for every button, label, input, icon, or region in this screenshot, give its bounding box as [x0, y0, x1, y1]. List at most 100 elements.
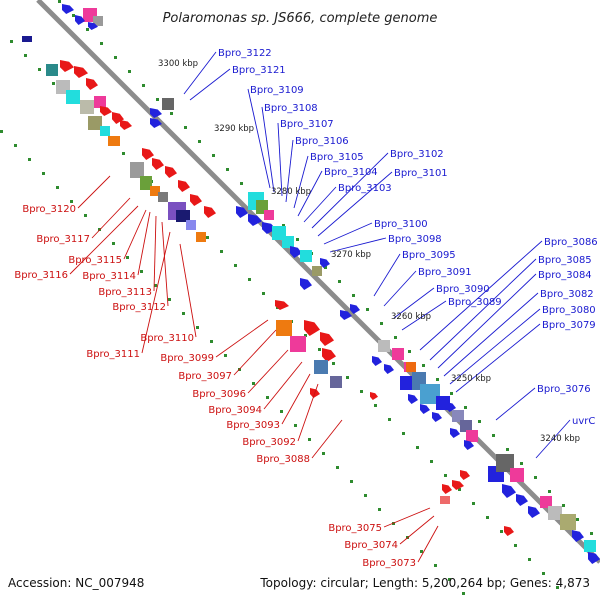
- strand-dot: [338, 280, 341, 283]
- label-leader: [323, 222, 373, 245]
- gene-label-top: uvrC: [572, 416, 595, 427]
- gene-box: [108, 136, 120, 146]
- gene-label-bottom: Bpro_3096: [192, 389, 246, 400]
- kbp-tick-label: 3270 kbp: [331, 250, 371, 260]
- strand-dot: [420, 550, 423, 553]
- strand-dot: [198, 140, 201, 143]
- gene-labels: Bpro_3122Bpro_3121Bpro_3109Bpro_3108Bpro…: [14, 48, 597, 569]
- gene-label-bottom: Bpro_3099: [160, 353, 214, 364]
- label-leader: [383, 507, 431, 528]
- label-leader: [429, 258, 537, 361]
- gene-label-bottom: Bpro_3111: [86, 349, 140, 360]
- gene-box: [460, 420, 472, 432]
- gene-box: [22, 36, 32, 42]
- label-leader: [183, 51, 217, 95]
- strand-dot: [506, 448, 509, 451]
- gene-arrow: [588, 552, 600, 564]
- strand-dot: [168, 298, 171, 301]
- label-leader: [393, 287, 435, 319]
- label-leader: [153, 215, 157, 292]
- gene-box: [88, 116, 102, 130]
- gene-box: [466, 430, 478, 442]
- label-leader: [417, 525, 439, 563]
- gene-arrow: [516, 494, 528, 506]
- gene-box: [282, 236, 294, 248]
- label-leader: [141, 231, 171, 354]
- gene-label-top: Bpro_3121: [232, 65, 286, 76]
- gene-arrow: [190, 194, 202, 206]
- strand-dot: [364, 494, 367, 497]
- gene-label-bottom: Bpro_3093: [226, 420, 280, 431]
- gene-label-top: Bpro_3100: [374, 219, 428, 230]
- gene-label-bottom: Bpro_3112: [112, 302, 166, 313]
- gene-arrow: [236, 206, 248, 218]
- label-leader: [281, 373, 311, 425]
- gene-box: [162, 98, 174, 110]
- strand-dot: [332, 362, 335, 365]
- gene-label-bottom: Bpro_3115: [68, 255, 122, 266]
- gene-label-top: Bpro_3105: [310, 152, 364, 163]
- gene-box: [264, 210, 274, 220]
- gene-label-top: Bpro_3091: [418, 267, 472, 278]
- kbp-tick-label: 3280 kbp: [271, 187, 311, 197]
- gene-label-top: Bpro_3103: [338, 183, 392, 194]
- label-leader: [137, 211, 151, 276]
- gene-arrow: [528, 506, 540, 518]
- gene-label-top: Bpro_3102: [390, 149, 444, 160]
- gene-box: [93, 16, 103, 26]
- gene-label-top: Bpro_3084: [538, 270, 592, 281]
- label-leader: [293, 155, 309, 209]
- label-leader: [311, 419, 343, 459]
- strand-dot: [252, 382, 255, 385]
- gene-label-bottom: Bpro_3074: [344, 540, 398, 551]
- gene-label-bottom: Bpro_3075: [328, 523, 382, 534]
- gene-box: [378, 340, 390, 352]
- gene-arrow: [152, 158, 164, 170]
- strand-dot: [184, 126, 187, 129]
- strand-dot: [86, 28, 89, 31]
- strand-dot: [42, 172, 45, 175]
- strand-dot: [472, 502, 475, 505]
- gene-box: [100, 126, 110, 136]
- strand-dot: [248, 278, 251, 281]
- strand-dot: [520, 462, 523, 465]
- gene-arrow: [320, 258, 330, 268]
- strand-dot: [0, 130, 3, 133]
- gene-label-bottom: Bpro_3113: [98, 287, 152, 298]
- strand-dot: [576, 518, 579, 521]
- gene-box: [94, 96, 106, 108]
- gene-arrow: [62, 4, 74, 14]
- map-title: Polaromonas sp. JS666, complete genome: [163, 11, 438, 26]
- label-leader: [161, 221, 169, 307]
- strand-dot: [318, 348, 321, 351]
- gene-arrow: [275, 300, 289, 310]
- strand-dot: [234, 264, 237, 267]
- gene-label-bottom: Bpro_3114: [82, 271, 136, 282]
- gene-box: [400, 376, 412, 390]
- label-leader: [263, 361, 303, 410]
- strand-dot: [436, 378, 439, 381]
- gene-arrow: [60, 60, 74, 72]
- gene-box: [140, 176, 152, 190]
- gene-arrow: [150, 118, 162, 128]
- label-leader: [535, 419, 571, 459]
- gene-arrow: [370, 392, 378, 400]
- kbp-tick-label: 3300 kbp: [158, 59, 198, 69]
- gene-label-top: Bpro_3095: [402, 250, 456, 261]
- strand-dot: [434, 564, 437, 567]
- accession-text: Accession: NC_007948: [8, 576, 144, 590]
- strand-dot: [388, 418, 391, 421]
- gene-label-top: Bpro_3104: [324, 167, 378, 178]
- label-leader: [247, 88, 271, 189]
- gene-arrow: [320, 332, 334, 346]
- topology-text: Topology: circular; Length: 5,200,264 bp…: [259, 576, 590, 590]
- gene-box: [300, 250, 312, 262]
- strand-dot: [548, 490, 551, 493]
- gene-arrow: [460, 470, 470, 480]
- strand-dot: [262, 292, 265, 295]
- strand-dot: [380, 322, 383, 325]
- gene-label-bottom: Bpro_3116: [14, 270, 68, 281]
- label-leader: [189, 68, 231, 101]
- strand-dot: [322, 452, 325, 455]
